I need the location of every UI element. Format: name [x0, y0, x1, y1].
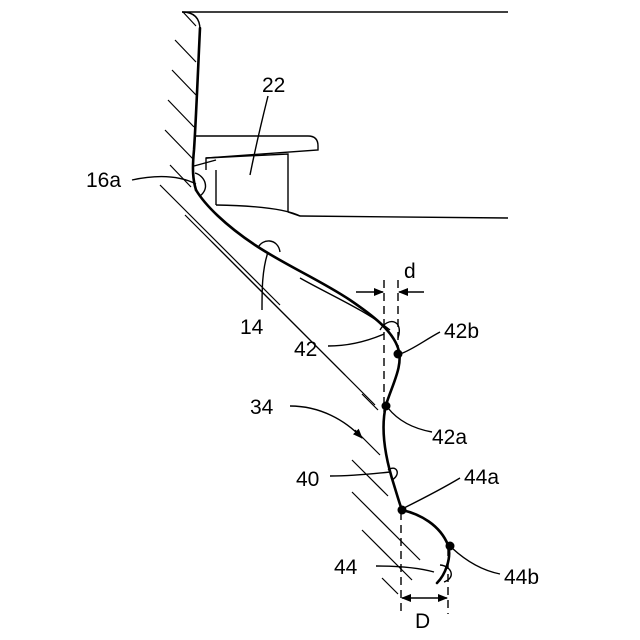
point-44b	[446, 542, 455, 551]
label-44b: 44b	[504, 566, 539, 589]
label-22: 22	[262, 74, 285, 97]
point-42a	[382, 402, 391, 411]
label-44: 44	[334, 556, 358, 579]
label-40: 40	[296, 468, 319, 491]
label-42b: 42b	[444, 320, 479, 343]
label-42: 42	[294, 338, 317, 361]
label-dimension-d: d	[404, 260, 416, 283]
label-dimension-D: D	[415, 610, 430, 633]
component-22	[194, 136, 508, 218]
dimension-D	[401, 512, 448, 614]
reference-points	[382, 350, 455, 551]
main-profile-curve	[196, 190, 449, 583]
sloped-wall-hatching	[160, 185, 420, 594]
label-42a: 42a	[432, 426, 467, 449]
point-44a	[398, 506, 407, 515]
label-16a: 16a	[86, 169, 121, 192]
label-44a: 44a	[464, 466, 499, 489]
label-34: 34	[250, 396, 274, 419]
upper-wall-hatching	[165, 12, 196, 187]
groove-42-curve	[300, 278, 390, 330]
label-14: 14	[240, 316, 264, 339]
point-42b	[394, 350, 403, 359]
